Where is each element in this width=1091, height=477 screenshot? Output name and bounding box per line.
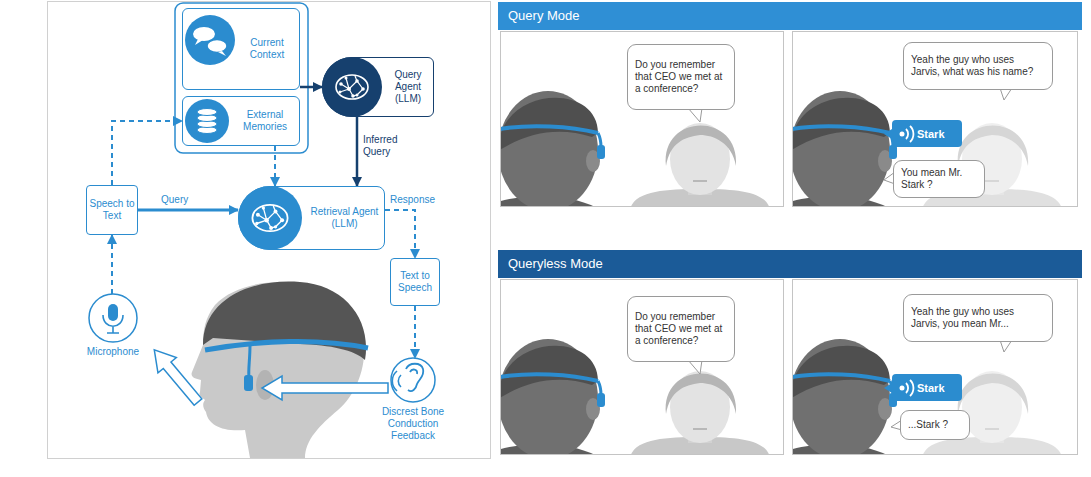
node-text: Do you remember that CEO we met at a con… <box>635 59 727 95</box>
hollow-arrow <box>262 376 388 400</box>
node-text: You mean Mr. Stark ? <box>901 167 977 191</box>
node-text: Yeah the guy who uses Jarvis, you mean M… <box>911 306 1045 330</box>
connector <box>356 117 359 186</box>
speech-bubble: Do you remember that CEO we met at a con… <box>627 44 735 110</box>
connector <box>274 146 276 186</box>
edge-label: Query <box>160 194 189 206</box>
node-text: Microphone <box>78 346 148 358</box>
node-text: Speech to Text <box>89 198 135 222</box>
process-box: Text to Speech <box>390 258 440 306</box>
speech-bubble: You mean Mr. Stark ? <box>893 160 985 198</box>
node-text: External Memories <box>235 109 295 133</box>
head-figure <box>192 282 368 458</box>
speech-bubble: Yeah the guy who uses Jarvis, you mean M… <box>903 294 1053 342</box>
audio-cue: Stark <box>917 120 962 147</box>
node-text: Do you remember that CEO we met at a con… <box>635 311 727 347</box>
node-text: Current Context <box>239 37 295 61</box>
memory-box: External Memories <box>182 96 300 146</box>
hollow-arrow <box>145 342 207 410</box>
brain-icon <box>322 57 382 117</box>
mode-band: Query Mode <box>498 2 1082 30</box>
chat-icon <box>185 15 235 65</box>
brain-icon <box>238 186 302 250</box>
speech-bubble: Do you remember that CEO we met at a con… <box>627 296 735 362</box>
node-text: Yeah the guy who uses Jarvis, what was h… <box>911 54 1045 78</box>
node-text: Queryless Mode <box>508 256 1082 272</box>
node-text: Retrieval Agent (LLM) <box>309 206 380 230</box>
connector <box>112 121 182 185</box>
microphone-icon <box>89 294 137 342</box>
microphone-node: Microphone <box>78 294 148 364</box>
agent-box: Query Agent (LLM) <box>322 57 434 117</box>
node-text: Stark <box>917 381 962 395</box>
node-text: Stark <box>917 127 962 141</box>
connector <box>300 86 322 89</box>
connector <box>385 210 415 258</box>
process-box: Speech to Text <box>86 185 138 235</box>
mode-band: Queryless Mode <box>498 250 1082 278</box>
node-text: Query Mode <box>508 8 1082 24</box>
agent-box: Retrieval Agent (LLM) <box>238 186 385 250</box>
speech-bubble: Yeah the guy who uses Jarvis, what was h… <box>903 42 1053 90</box>
node-text: Discrest Bone Conduction Feedback <box>372 406 454 442</box>
group-frame <box>175 3 308 153</box>
context-box: Current Context <box>182 8 300 90</box>
node-text: ...Stark ? <box>908 419 962 431</box>
database-icon <box>185 99 229 143</box>
left-panel <box>48 2 491 459</box>
audio-cue: Stark <box>917 374 962 401</box>
connector <box>414 306 416 358</box>
edge-label: Inferred Query <box>362 134 424 158</box>
speech-bubble: ...Stark ? <box>900 410 970 440</box>
connector <box>111 235 113 294</box>
node-text: Text to Speech <box>393 270 437 294</box>
ear-icon <box>391 358 435 402</box>
feedback-node: Discrest Bone Conduction Feedback <box>372 358 454 458</box>
edge-label: Response <box>389 194 436 206</box>
connector <box>138 209 238 212</box>
node-text: Query Agent (LLM) <box>387 69 429 105</box>
